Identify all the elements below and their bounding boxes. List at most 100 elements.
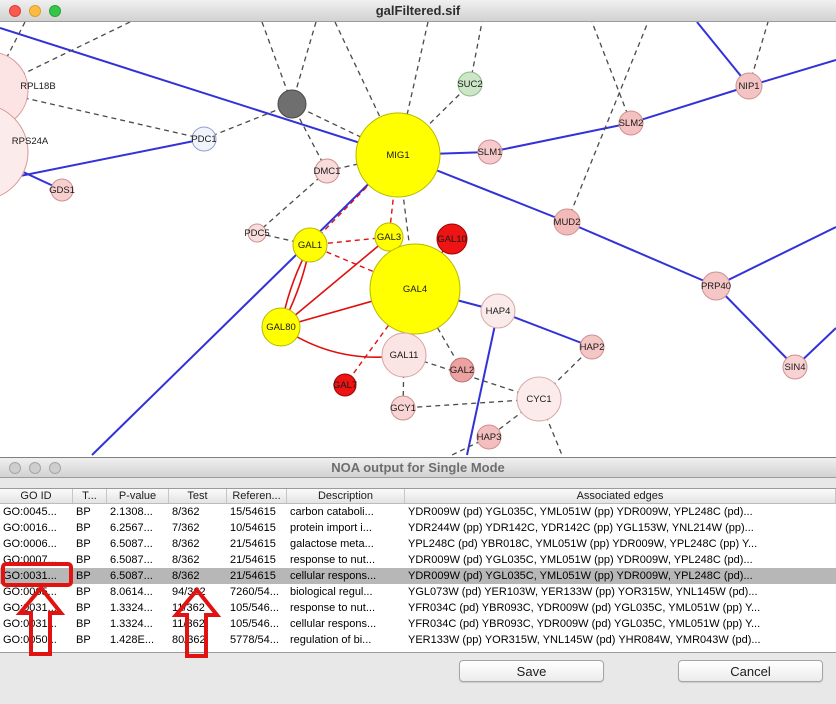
network-canvas[interactable]: RPL18BRPS24AGDS1PDC1DMC1MIG1SUC2SLM1SLM2… bbox=[0, 22, 836, 457]
cell-description[interactable]: response to nut... bbox=[290, 602, 375, 614]
edge-MUD2-PRP40[interactable] bbox=[566, 221, 717, 287]
cell-description[interactable]: response to nut... bbox=[290, 554, 375, 566]
cancel-button[interactable]: Cancel bbox=[678, 660, 823, 682]
cell-reference[interactable]: 10/54615 bbox=[230, 522, 276, 534]
cell-edges[interactable]: YER133W (pp) YOR315W, YNL145W (pd) YHR08… bbox=[408, 634, 761, 646]
cell-reference[interactable]: 21/54615 bbox=[230, 538, 276, 550]
network-window-titlebar[interactable]: galFiltered.sif bbox=[0, 0, 836, 22]
node-GDS1[interactable] bbox=[50, 178, 74, 202]
node-HAP2[interactable] bbox=[579, 334, 605, 360]
cell-description[interactable]: protein import i... bbox=[290, 522, 372, 534]
node-GAL10[interactable] bbox=[436, 223, 468, 255]
noa-minimize-button[interactable] bbox=[29, 461, 41, 474]
cell-reference[interactable]: 105/546... bbox=[230, 618, 279, 630]
node-GAL2[interactable] bbox=[449, 357, 475, 383]
cell-description[interactable]: cellular respons... bbox=[290, 570, 377, 582]
cell-type[interactable]: BP bbox=[76, 586, 91, 598]
cell-go_id[interactable]: GO:0006... bbox=[3, 538, 57, 550]
cell-test[interactable]: 8/362 bbox=[172, 538, 200, 550]
edge-border-NIP1[interactable] bbox=[696, 22, 750, 87]
cell-edges[interactable]: YFR034C (pd) YBR093C, YDR009W (pd) YGL03… bbox=[408, 618, 761, 630]
node-RPL18B[interactable] bbox=[0, 52, 29, 128]
cell-type[interactable]: BP bbox=[76, 554, 91, 566]
node-PDC5[interactable] bbox=[247, 223, 267, 243]
cell-test[interactable]: 8/362 bbox=[172, 506, 200, 518]
edge-PRP40-border[interactable] bbox=[715, 226, 836, 287]
cell-description[interactable]: regulation of bi... bbox=[290, 634, 372, 646]
cell-edges[interactable]: YDR009W (pd) YGL035C, YML051W (pp) YDR00… bbox=[408, 554, 753, 566]
cell-description[interactable]: carbon cataboli... bbox=[290, 506, 374, 518]
cell-type[interactable]: BP bbox=[76, 618, 91, 630]
edge-DARK-MIG1[interactable] bbox=[291, 103, 399, 156]
cell-p_value[interactable]: 6.5087... bbox=[110, 570, 153, 582]
cell-edges[interactable]: YDR244W (pp) YDR142C, YDR142C (pp) YGL15… bbox=[408, 522, 754, 534]
edge-SLM2-NIP1[interactable] bbox=[630, 85, 750, 124]
cell-reference[interactable]: 15/54615 bbox=[230, 506, 276, 518]
node-GCY1[interactable] bbox=[390, 395, 416, 421]
node-MIG1[interactable] bbox=[355, 112, 441, 198]
cell-type[interactable]: BP bbox=[76, 570, 91, 582]
edge-MIG1-border[interactable] bbox=[91, 154, 399, 456]
edge-SLM1-SLM2[interactable] bbox=[489, 122, 632, 153]
node-GAL80[interactable] bbox=[261, 307, 301, 347]
node-SUC2[interactable] bbox=[457, 71, 483, 97]
cell-reference[interactable]: 21/54615 bbox=[230, 554, 276, 566]
cell-type[interactable]: BP bbox=[76, 506, 91, 518]
close-button[interactable] bbox=[9, 4, 21, 17]
node-HAP4[interactable] bbox=[480, 293, 516, 329]
cell-p_value[interactable]: 6.5087... bbox=[110, 554, 153, 566]
edge-DARK-PDC1[interactable] bbox=[203, 103, 293, 140]
node-CYC1[interactable] bbox=[516, 376, 562, 422]
cell-p_value[interactable]: 6.5087... bbox=[110, 538, 153, 550]
edge-MIG1-SUC2[interactable] bbox=[397, 83, 471, 156]
edge-GAL4-GAL2[interactable] bbox=[414, 288, 463, 371]
edge-PDC1-RPL18B[interactable] bbox=[0, 90, 205, 140]
cell-go_id[interactable]: GO:0031... bbox=[3, 570, 57, 582]
edge-PRP40-SIN4[interactable] bbox=[715, 285, 796, 368]
cell-edges[interactable]: YDR009W (pd) YGL035C, YML051W (pp) YDR00… bbox=[408, 570, 753, 582]
node-MUD2[interactable] bbox=[553, 208, 581, 236]
noa-window-titlebar[interactable]: NOA output for Single Mode bbox=[0, 458, 836, 478]
node-HAP3[interactable] bbox=[476, 424, 502, 450]
edge-CYC1-GAL11[interactable] bbox=[403, 354, 540, 400]
noa-zoom-button[interactable] bbox=[49, 461, 61, 474]
column-header-go_id[interactable]: GO ID bbox=[0, 489, 73, 503]
minimize-button[interactable] bbox=[29, 4, 41, 17]
edge-HAP4-border[interactable] bbox=[466, 310, 499, 456]
cell-description[interactable]: cellular respons... bbox=[290, 618, 377, 630]
cell-edges[interactable]: YPL248C (pd) YBR018C, YML051W (pp) YDR00… bbox=[408, 538, 758, 550]
column-header-p_value[interactable]: P-value bbox=[107, 489, 169, 503]
edge-border-MIG1[interactable] bbox=[334, 22, 399, 156]
cell-description[interactable]: biological regul... bbox=[290, 586, 373, 598]
cell-p_value[interactable]: 1.3324... bbox=[110, 618, 153, 630]
node-SLM2[interactable] bbox=[618, 110, 644, 136]
cell-type[interactable]: BP bbox=[76, 538, 91, 550]
edge-CYC1-GCY1[interactable] bbox=[402, 398, 540, 409]
column-header-edges[interactable]: Associated edges bbox=[405, 489, 836, 503]
cell-test[interactable]: 11/362 bbox=[172, 618, 205, 630]
cell-test[interactable]: 94/362 bbox=[172, 586, 206, 598]
node-PRP40[interactable] bbox=[701, 271, 731, 301]
cell-go_id[interactable]: GO:0050... bbox=[3, 634, 57, 646]
node-DARK[interactable] bbox=[277, 89, 307, 119]
cell-test[interactable]: 7/362 bbox=[172, 522, 200, 534]
node-GAL3[interactable] bbox=[374, 222, 404, 252]
node-GAL1[interactable] bbox=[292, 227, 328, 263]
cell-go_id[interactable]: GO:0065... bbox=[3, 586, 57, 598]
cell-type[interactable]: BP bbox=[76, 522, 91, 534]
cell-p_value[interactable]: 1.428E... bbox=[110, 634, 155, 646]
cell-reference[interactable]: 5778/54... bbox=[230, 634, 279, 646]
cell-go_id[interactable]: GO:0045... bbox=[3, 506, 57, 518]
node-NIP1[interactable] bbox=[735, 72, 763, 100]
cell-test[interactable]: 11/362 bbox=[172, 602, 205, 614]
edge-PDC1-border[interactable] bbox=[0, 138, 205, 181]
